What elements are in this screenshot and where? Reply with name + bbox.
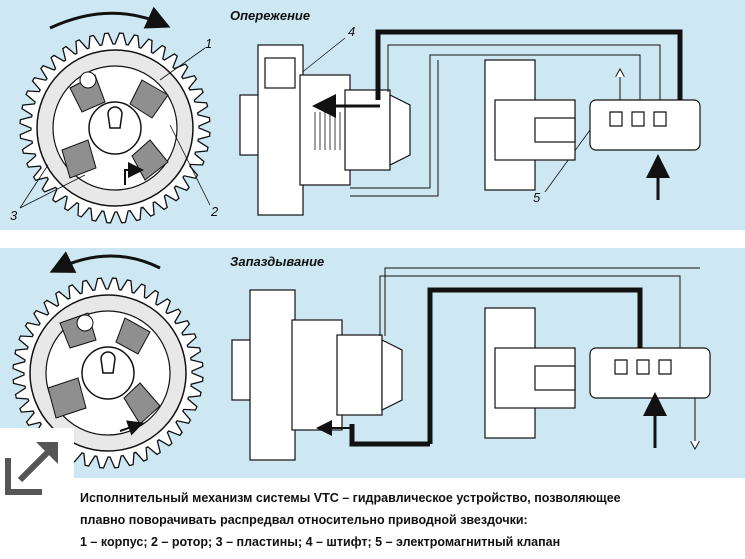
mode-label-advance: Опережение bbox=[230, 8, 311, 23]
callout-4: 4 bbox=[348, 24, 356, 39]
expand-arrow-icon[interactable] bbox=[0, 428, 74, 500]
vane-4 bbox=[61, 139, 97, 179]
callout-5: 5 bbox=[533, 190, 541, 205]
rotation-arrow-cw bbox=[49, 6, 171, 30]
vane-2 bbox=[129, 79, 169, 119]
mode-label-retard: Запаздывание bbox=[230, 254, 325, 269]
caption-line-3: 1 – корпус; 2 – ротор; 3 – пластины; 4 –… bbox=[80, 535, 561, 549]
advance-diagram bbox=[19, 6, 701, 224]
pin-hole bbox=[79, 71, 97, 89]
callout-3: 3 bbox=[10, 208, 18, 223]
solenoid-valve bbox=[484, 59, 701, 191]
caption-line-1: Исполнительный механизм системы VTC – ги… bbox=[80, 491, 621, 505]
retard-panel: Запаздывание bbox=[0, 248, 745, 478]
keyway bbox=[107, 106, 123, 129]
callout-1: 1 bbox=[205, 36, 213, 51]
caption-line-2: плавно поворачивать распредвал относител… bbox=[80, 513, 528, 527]
retard-diagram bbox=[12, 251, 711, 469]
callout-2: 2 bbox=[211, 204, 219, 219]
rotation-arrow-ccw bbox=[49, 251, 161, 273]
oil-line-return bbox=[387, 44, 661, 100]
oil-line-pressure bbox=[375, 29, 683, 118]
advance-panel: Опережение 1 2 3 4 5 bbox=[0, 0, 745, 230]
figure-caption: Исполнительный механизм системы VTC – ги… bbox=[80, 487, 740, 553]
